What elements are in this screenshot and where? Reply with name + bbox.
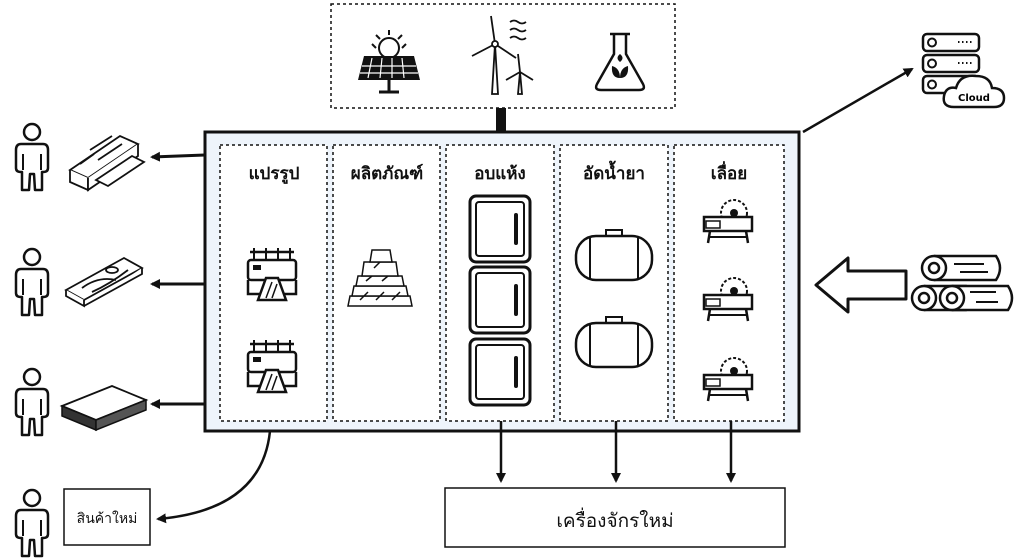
new-machine-label: เครื่องจักรใหม่ — [556, 510, 674, 532]
solar-panel-icon — [358, 30, 420, 94]
logs-icon — [910, 254, 1014, 312]
panel-board-icon — [59, 385, 149, 432]
customer-person-icon — [14, 367, 50, 437]
cloud-label: Cloud — [958, 93, 990, 104]
input-arrow — [814, 256, 908, 314]
dryer-icon — [468, 194, 532, 264]
cloud-arrow — [802, 67, 914, 134]
wood-stack-icon — [347, 249, 413, 307]
tank-icon — [574, 315, 654, 369]
new-machine-box — [444, 487, 786, 548]
dryer-icon — [468, 337, 532, 407]
customer-person-icon — [14, 122, 50, 192]
dryer-icon — [468, 265, 532, 335]
lumber-planks-icon — [68, 134, 146, 192]
customer-person-icon — [14, 488, 50, 558]
wind-turbine-icon — [471, 15, 534, 95]
tank-icon — [574, 228, 654, 282]
section-box-chemical — [559, 144, 669, 422]
section-title-transform: แปรรูป — [248, 164, 300, 184]
section-title-sawing: เลื่อย — [710, 164, 748, 184]
new-product-arrow — [156, 430, 272, 524]
output-arrow-1 — [150, 151, 206, 162]
new-product-box — [63, 488, 151, 546]
bio-flask-icon — [594, 32, 646, 92]
energy-connector — [496, 108, 506, 132]
new-product-label: สินค้าใหม่ — [76, 511, 138, 527]
wood-board-icon — [64, 256, 144, 308]
customer-person-icon — [14, 247, 50, 317]
section-title-drying: อบแห้ง — [474, 164, 526, 184]
cloud-server-icon: Cloud — [921, 32, 1006, 109]
section-title-products: ผลิตภัณฑ์ — [350, 164, 424, 184]
section-title-chemical: อัดน้ำยา — [583, 164, 645, 184]
